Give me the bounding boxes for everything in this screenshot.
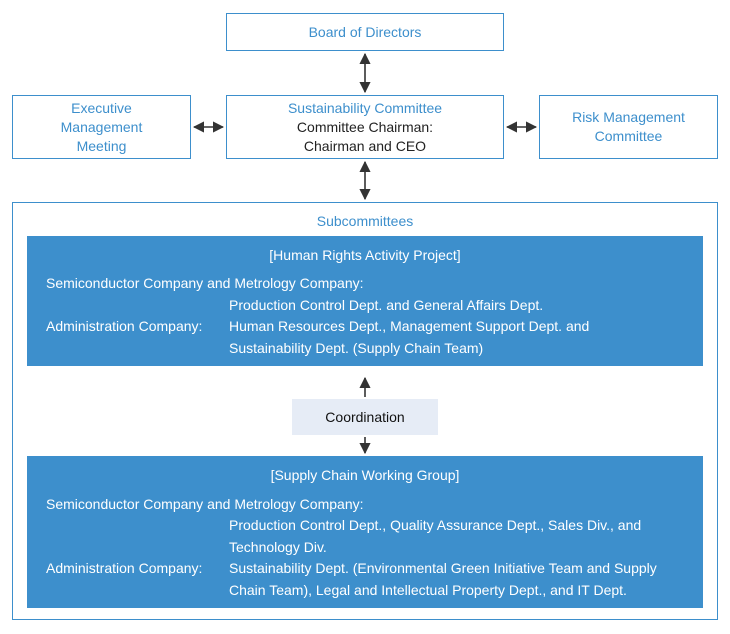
human-rights-activity-project-panel: [Human Rights Activity Project] Semicond…: [27, 236, 703, 366]
supply-chain-dept2-line1: Sustainability Dept. (Environmental Gree…: [229, 560, 657, 576]
executive-management-meeting-box: Executive Management Meeting: [12, 95, 191, 159]
board-of-directors-box: Board of Directors: [226, 13, 504, 51]
human-rights-title: [Human Rights Activity Project]: [269, 247, 461, 263]
sustainability-title: Sustainability Committee: [287, 99, 443, 116]
human-rights-dept2-line2: Sustainability Dept. (Supply Chain Team): [229, 340, 484, 356]
subcommittees-title: Subcommittees: [316, 213, 414, 229]
supply-chain-company1: Semiconductor Company and Metrology Comp…: [46, 496, 364, 512]
executive-line2: Management: [60, 118, 143, 135]
human-rights-dept1: Production Control Dept. and General Aff…: [229, 297, 544, 313]
risk-line2: Committee: [594, 128, 663, 144]
coordination-box: Coordination: [292, 399, 438, 435]
supply-chain-working-group-panel: [Supply Chain Working Group] Semiconduct…: [27, 456, 703, 608]
risk-line1: Risk Management: [572, 109, 685, 125]
board-label: Board of Directors: [308, 23, 422, 40]
human-rights-dept2-line1: Human Resources Dept., Management Suppor…: [229, 318, 590, 334]
risk-management-committee-box: Risk Management Committee: [539, 95, 718, 159]
sustainability-chairman-name: Chairman and CEO: [303, 137, 427, 154]
human-rights-company1: Semiconductor Company and Metrology Comp…: [46, 275, 364, 291]
supply-chain-company2: Administration Company:: [46, 560, 203, 576]
supply-chain-dept1-line2: Technology Div.: [229, 539, 327, 555]
supply-chain-dept2-line2: Chain Team), Legal and Intellectual Prop…: [229, 582, 627, 598]
executive-line1: Executive: [71, 99, 132, 116]
supply-chain-dept1-line1: Production Control Dept., Quality Assura…: [229, 517, 642, 533]
supply-chain-title: [Supply Chain Working Group]: [270, 467, 460, 483]
executive-line3: Meeting: [76, 137, 127, 154]
human-rights-company2: Administration Company:: [46, 318, 203, 334]
sustainability-committee-box: Sustainability Committee Committee Chair…: [226, 95, 504, 159]
subcommittees-container: [12, 202, 718, 620]
coordination-label: Coordination: [325, 409, 405, 425]
sustainability-chairman-label: Committee Chairman:: [296, 118, 434, 135]
